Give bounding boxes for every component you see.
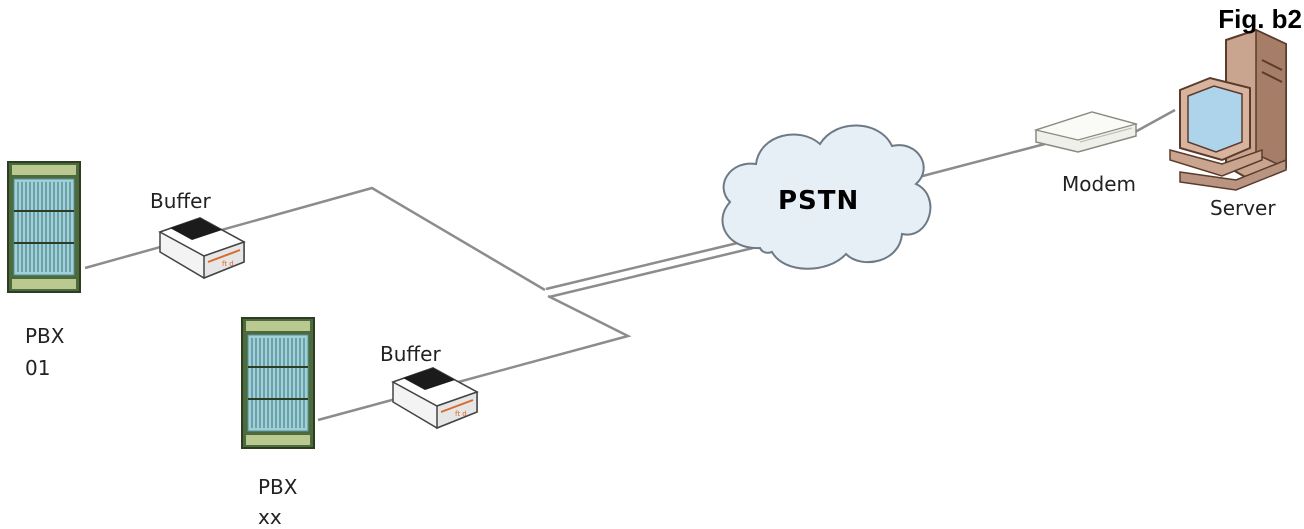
buffer1-label: Buffer <box>150 189 211 213</box>
pbxxx-label-line2: xx <box>258 505 282 529</box>
pbxxx-label-line1: PBX <box>258 475 298 499</box>
line-modem-server <box>1134 108 1176 134</box>
modem-icon <box>1033 111 1139 153</box>
cloud-icon <box>721 124 932 270</box>
pbx01-label-line1: PBX <box>25 324 65 348</box>
line-pstn-modem <box>914 138 1061 180</box>
trunk-line-b <box>548 246 754 299</box>
modem-label: Modem <box>1062 172 1136 196</box>
server-label: Server <box>1210 196 1276 220</box>
pbx-rack-icon <box>241 317 315 449</box>
buffer2-label: Buffer <box>380 342 441 366</box>
pstn-label: PSTN <box>778 186 860 216</box>
server-computer-icon <box>1169 28 1287 191</box>
buffer-device-icon <box>392 367 478 429</box>
trunk-line-a <box>545 238 751 291</box>
pbx01-label-line2: 01 <box>25 356 51 380</box>
figure-label: Fig. b2 <box>1218 4 1302 34</box>
pbx-rack-icon <box>7 161 81 293</box>
